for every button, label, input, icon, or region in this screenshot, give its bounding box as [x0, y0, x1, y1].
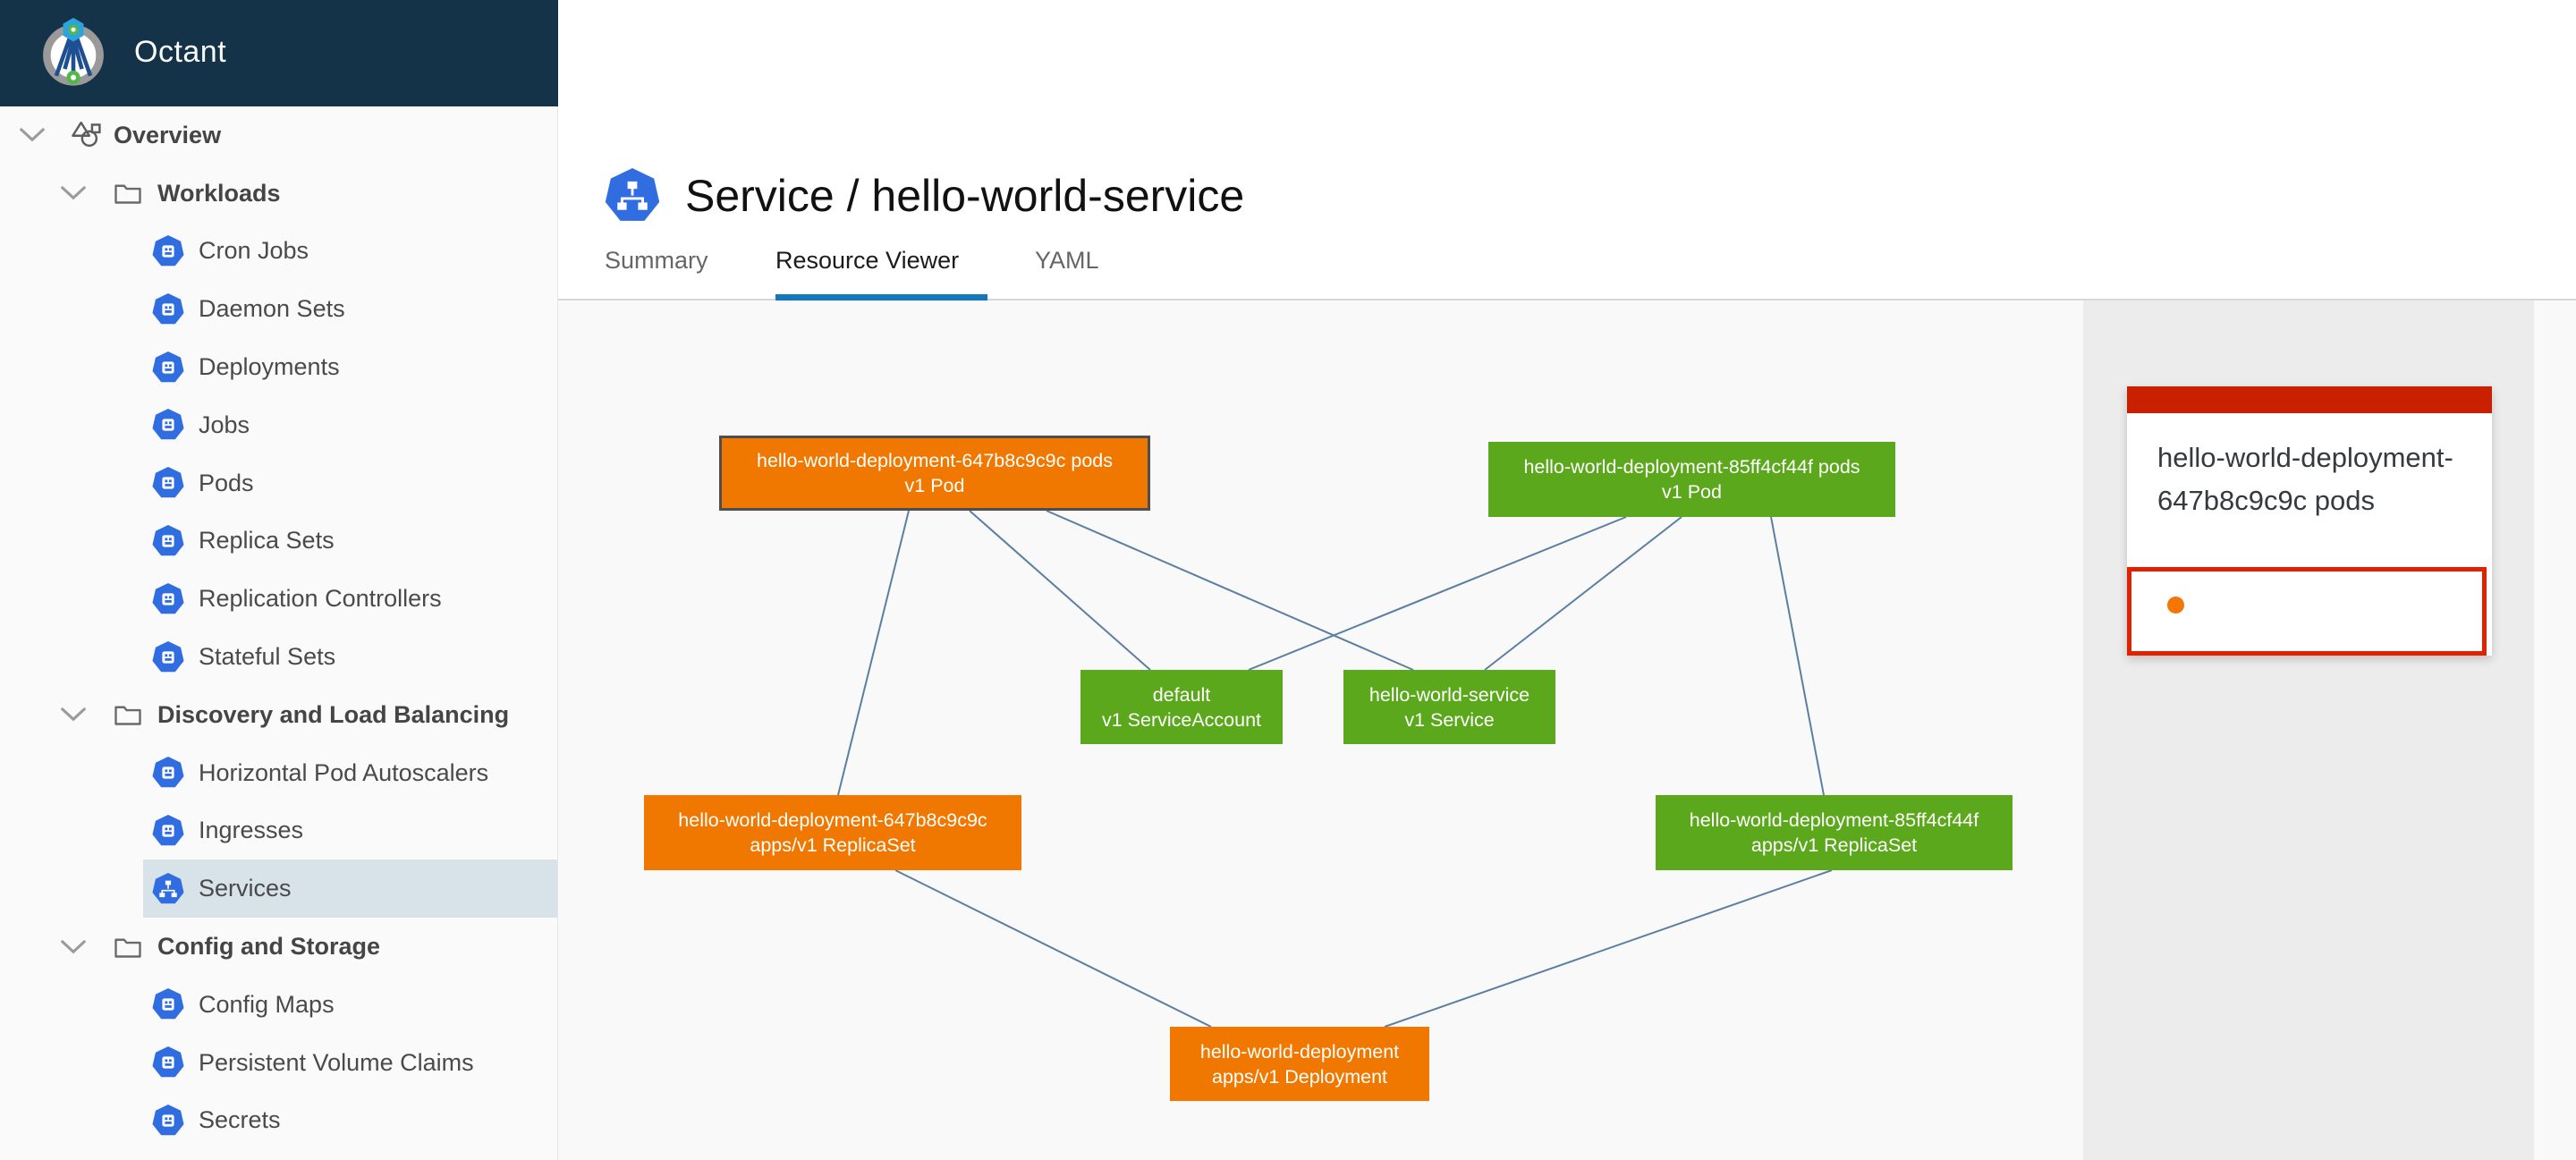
node-name: hello-world-deployment — [1199, 1040, 1400, 1063]
graph-node-pod-85ff4cf44f[interactable]: hello-world-deployment-85ff4cf44f pods v… — [1488, 442, 1895, 517]
sidebar-item-ingresses[interactable]: Ingresses — [0, 802, 557, 860]
node-kind: apps/v1 Deployment — [1212, 1065, 1387, 1088]
tab-resource-viewer[interactable]: Resource Viewer — [775, 247, 960, 274]
node-kind: apps/v1 ReplicaSet — [1750, 834, 1918, 856]
page-header: Service / hello-world-service — [605, 168, 1244, 224]
page-title: Service / hello-world-service — [685, 171, 1245, 221]
cronjob-icon — [152, 235, 184, 267]
sidebar-item-deployments[interactable]: Deployments — [0, 338, 557, 396]
folder-icon — [112, 699, 144, 731]
chevron-down-icon — [61, 186, 86, 200]
sidebar-item-label: Horizontal Pod Autoscalers — [199, 758, 489, 786]
graph-node-replicaset-647b8c9c9c[interactable]: hello-world-deployment-647b8c9c9c apps/v… — [644, 795, 1021, 870]
sidebar-item-label: Overview — [114, 121, 222, 148]
sidebar-group-config-and-storage[interactable]: Config and Storage — [0, 918, 557, 976]
service-icon — [152, 873, 184, 905]
selected-object-panel: hello-world-deployment-647b8c9c9c pods — [2083, 301, 2534, 1160]
sidebar-item-label: Persistent Volume Claims — [199, 1048, 474, 1076]
sidebar-item-label: Daemon Sets — [199, 295, 345, 323]
replication-controller-icon — [152, 583, 184, 615]
node-kind: v1 Pod — [904, 475, 965, 496]
sidebar-item-persistent-volume-claims[interactable]: Persistent Volume Claims — [0, 1034, 557, 1092]
graph-node-serviceaccount-default[interactable]: default v1 ServiceAccount — [1080, 670, 1283, 744]
replicaset-icon — [152, 525, 184, 557]
statefulset-icon — [152, 641, 184, 673]
node-name: hello-world-service — [1368, 683, 1530, 706]
selected-object-card[interactable]: hello-world-deployment-647b8c9c9c pods — [2127, 386, 2492, 656]
node-kind: v1 Service — [1404, 708, 1495, 731]
sidebar-item-label: Config Maps — [199, 990, 335, 1018]
configmap-icon — [152, 988, 184, 1020]
card-status-bar — [2127, 386, 2492, 413]
pvc-icon — [152, 1046, 184, 1079]
graph-edges — [837, 510, 1833, 1028]
sidebar-group-workloads[interactable]: Workloads — [0, 165, 557, 223]
chevron-down-icon — [61, 707, 86, 722]
sidebar-item-secrets[interactable]: Secrets — [0, 1092, 557, 1150]
secret-icon — [152, 1105, 184, 1137]
sidebar-group-discovery-and-load-balancing[interactable]: Discovery and Load Balancing — [0, 686, 557, 744]
folder-icon — [112, 177, 144, 209]
sidebar-item-label: Pods — [199, 469, 254, 496]
sidebar-item-label: Config and Storage — [157, 933, 380, 961]
card-status-box — [2127, 567, 2487, 656]
folder-icon — [112, 931, 144, 963]
app-title: Octant — [134, 34, 227, 69]
graph-node-replicaset-85ff4cf44f[interactable]: hello-world-deployment-85ff4cf44f apps/v… — [1656, 795, 2012, 870]
pod-icon — [152, 467, 184, 499]
sidebar-item-replica-sets[interactable]: Replica Sets — [0, 512, 557, 571]
sidebar-item-overview[interactable]: Overview — [0, 106, 557, 165]
sidebar-item-cron-jobs[interactable]: Cron Jobs — [0, 223, 557, 281]
graph-node-deployment-hello-world-deployment[interactable]: hello-world-deployment apps/v1 Deploymen… — [1170, 1027, 1429, 1101]
objects-icon — [68, 117, 104, 153]
sidebar-item-horizontal-pod-autoscalers[interactable]: Horizontal Pod Autoscalers — [0, 744, 557, 802]
tab-yaml[interactable]: YAML — [1035, 247, 1099, 274]
chevron-down-icon — [20, 128, 45, 142]
node-kind: v1 ServiceAccount — [1101, 708, 1262, 731]
graph-node-pod-647b8c9c9c[interactable]: hello-world-deployment-647b8c9c9c pods v… — [719, 436, 1150, 511]
node-name: hello-world-deployment-647b8c9c9c pods — [757, 450, 1113, 471]
sidebar-item-pods[interactable]: Pods — [0, 454, 557, 512]
sidebar-item-jobs[interactable]: Jobs — [0, 396, 557, 454]
deployment-icon — [152, 351, 184, 384]
sidebar-item-label: Ingresses — [199, 817, 304, 844]
ingress-icon — [152, 815, 184, 847]
sidebar-item-daemon-sets[interactable]: Daemon Sets — [0, 280, 557, 338]
sidebar-item-label: Discovery and Load Balancing — [157, 700, 510, 728]
node-name: hello-world-deployment-85ff4cf44f — [1689, 809, 1979, 831]
job-icon — [152, 409, 184, 441]
brand[interactable]: Octant — [36, 11, 226, 93]
tab-bar: Summary Resource Viewer YAML — [558, 241, 2576, 301]
main-content: Service / hello-world-service Summary Re… — [558, 0, 2576, 1160]
sidebar-item-label: Jobs — [199, 411, 250, 438]
hpa-icon — [152, 757, 184, 789]
service-icon — [605, 168, 660, 224]
node-name: hello-world-deployment-85ff4cf44f pods — [1523, 456, 1860, 478]
node-kind: v1 Pod — [1662, 481, 1722, 503]
active-tab-indicator — [775, 294, 987, 301]
node-kind: apps/v1 ReplicaSet — [750, 834, 916, 856]
sidebar-item-label: Cron Jobs — [199, 237, 309, 265]
sidebar-item-label: Replication Controllers — [199, 585, 442, 613]
chevron-down-icon — [61, 940, 86, 954]
sidebar-nav: Overview Workloads Cron Jobs Daemon Sets… — [0, 106, 558, 1160]
sidebar-item-label: Services — [199, 875, 292, 902]
sidebar-item-label: Workloads — [157, 179, 281, 207]
sidebar-item-label: Secrets — [199, 1106, 281, 1134]
status-dot-icon — [2167, 597, 2184, 614]
daemonset-icon — [152, 293, 184, 326]
node-name: default — [1152, 683, 1211, 706]
tab-summary[interactable]: Summary — [605, 247, 708, 274]
sidebar-item-services[interactable]: Services — [0, 859, 557, 919]
node-name: hello-world-deployment-647b8c9c9c — [678, 809, 987, 831]
sidebar-item-label: Deployments — [199, 353, 340, 381]
sidebar-item-label: Replica Sets — [199, 527, 335, 555]
sidebar-item-replication-controllers[interactable]: Replication Controllers — [0, 570, 557, 628]
sidebar-item-stateful-sets[interactable]: Stateful Sets — [0, 628, 557, 686]
card-title: hello-world-deployment-647b8c9c9c pods — [2157, 442, 2453, 516]
graph-node-service-hello-world-service[interactable]: hello-world-service v1 Service — [1343, 670, 1555, 744]
octant-logo-icon — [36, 11, 111, 93]
sidebar-item-config-maps[interactable]: Config Maps — [0, 976, 557, 1034]
sidebar-item-label: Stateful Sets — [199, 643, 336, 671]
